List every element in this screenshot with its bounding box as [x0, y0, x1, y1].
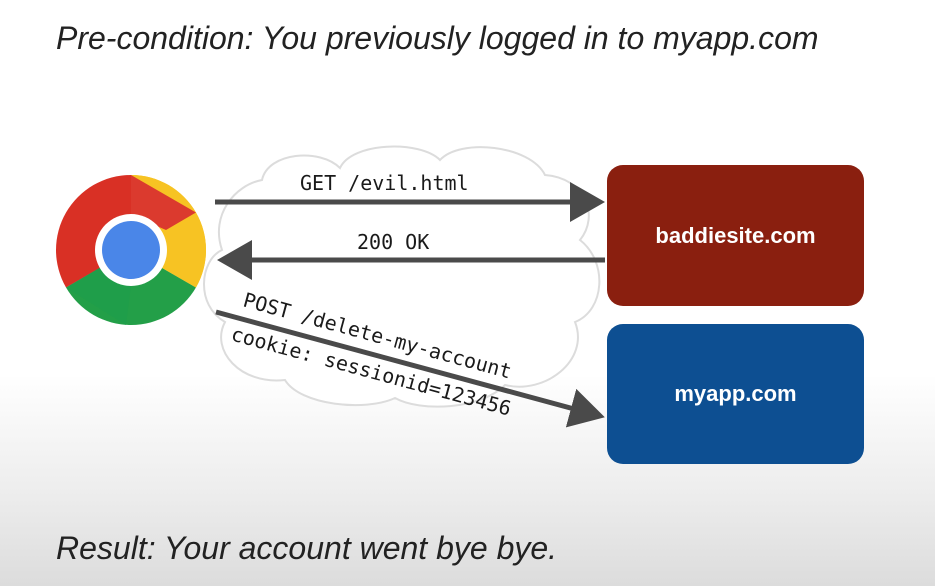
arrow-post-delete: [215, 309, 605, 428]
baddiesite-server-box: baddiesite.com: [607, 165, 864, 306]
precondition-title: Pre-condition: You previously logged in …: [56, 20, 819, 56]
label-get-evil: GET /evil.html: [300, 171, 469, 195]
chrome-browser-icon: [56, 175, 206, 325]
network-cloud: [203, 145, 601, 408]
label-200-ok: 200 OK: [357, 230, 429, 254]
myapp-server-box: myapp.com: [607, 324, 864, 464]
result-text: Result: Your account went bye bye.: [56, 530, 558, 566]
